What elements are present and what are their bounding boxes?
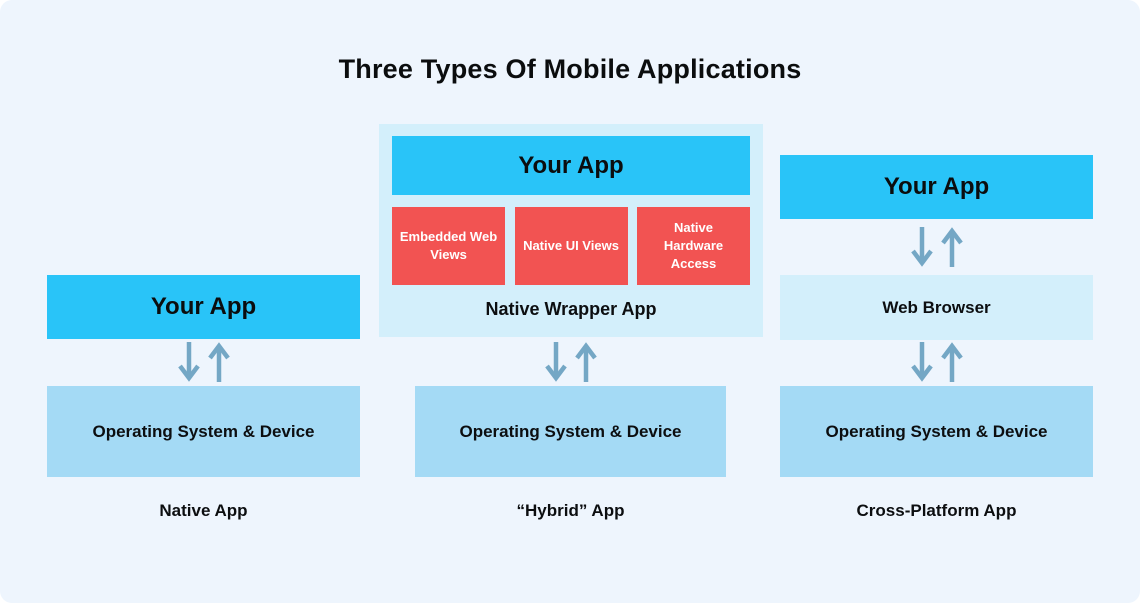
web-browser-label: Web Browser (882, 297, 991, 317)
native-column-label: Native App (159, 501, 248, 520)
hybrid-os-label: Operating System & Device (459, 421, 682, 441)
down-up-arrows-icon (910, 227, 963, 267)
down-up-arrows-icon (545, 342, 597, 382)
diagram-title: Three Types Of Mobile Applications (338, 54, 802, 84)
cross-platform-your-app-box: Your App (780, 155, 1093, 219)
module-native-ui-views: Native UI Views (514, 207, 628, 285)
hybrid-os-box: Operating System & Device (415, 386, 726, 477)
down-up-arrows-icon (910, 342, 963, 382)
hybrid-your-app-label: Your App (518, 151, 624, 179)
module-label: Native UI Views (523, 237, 619, 253)
cross-platform-os-box: Operating System & Device (780, 386, 1093, 477)
cross-platform-data-flow-arrows-bottom (780, 341, 1093, 383)
module-native-hardware-access: Native Hardware Access (637, 207, 750, 285)
module-label: Embedded Web Views (399, 228, 498, 262)
cross-platform-your-app-label: Your App (883, 173, 990, 200)
web-browser-box: Web Browser (780, 275, 1093, 340)
native-os-label: Operating System & Device (92, 421, 315, 441)
hybrid-column-label: “Hybrid” App (516, 501, 625, 520)
hybrid-wrapper-caption: Native Wrapper App (485, 299, 657, 319)
native-your-app-box: Your App (47, 275, 360, 339)
native-data-flow-arrows (47, 341, 360, 383)
cross-platform-column-label: Cross-Platform App (856, 501, 1017, 520)
hybrid-your-app-box: Your App (392, 136, 750, 195)
cross-platform-data-flow-arrows-top (780, 226, 1093, 268)
native-your-app-label: Your App (150, 293, 257, 320)
cross-platform-os-label: Operating System & Device (825, 421, 1048, 441)
module-embedded-web-views: Embedded Web Views (392, 207, 505, 285)
hybrid-module-row: Embedded Web Views Native UI Views Nativ… (392, 207, 750, 285)
hybrid-data-flow-arrows (379, 341, 763, 383)
module-label: Native Hardware Access (663, 219, 724, 272)
down-up-arrows-icon (177, 342, 230, 382)
native-os-box: Operating System & Device (47, 386, 360, 477)
